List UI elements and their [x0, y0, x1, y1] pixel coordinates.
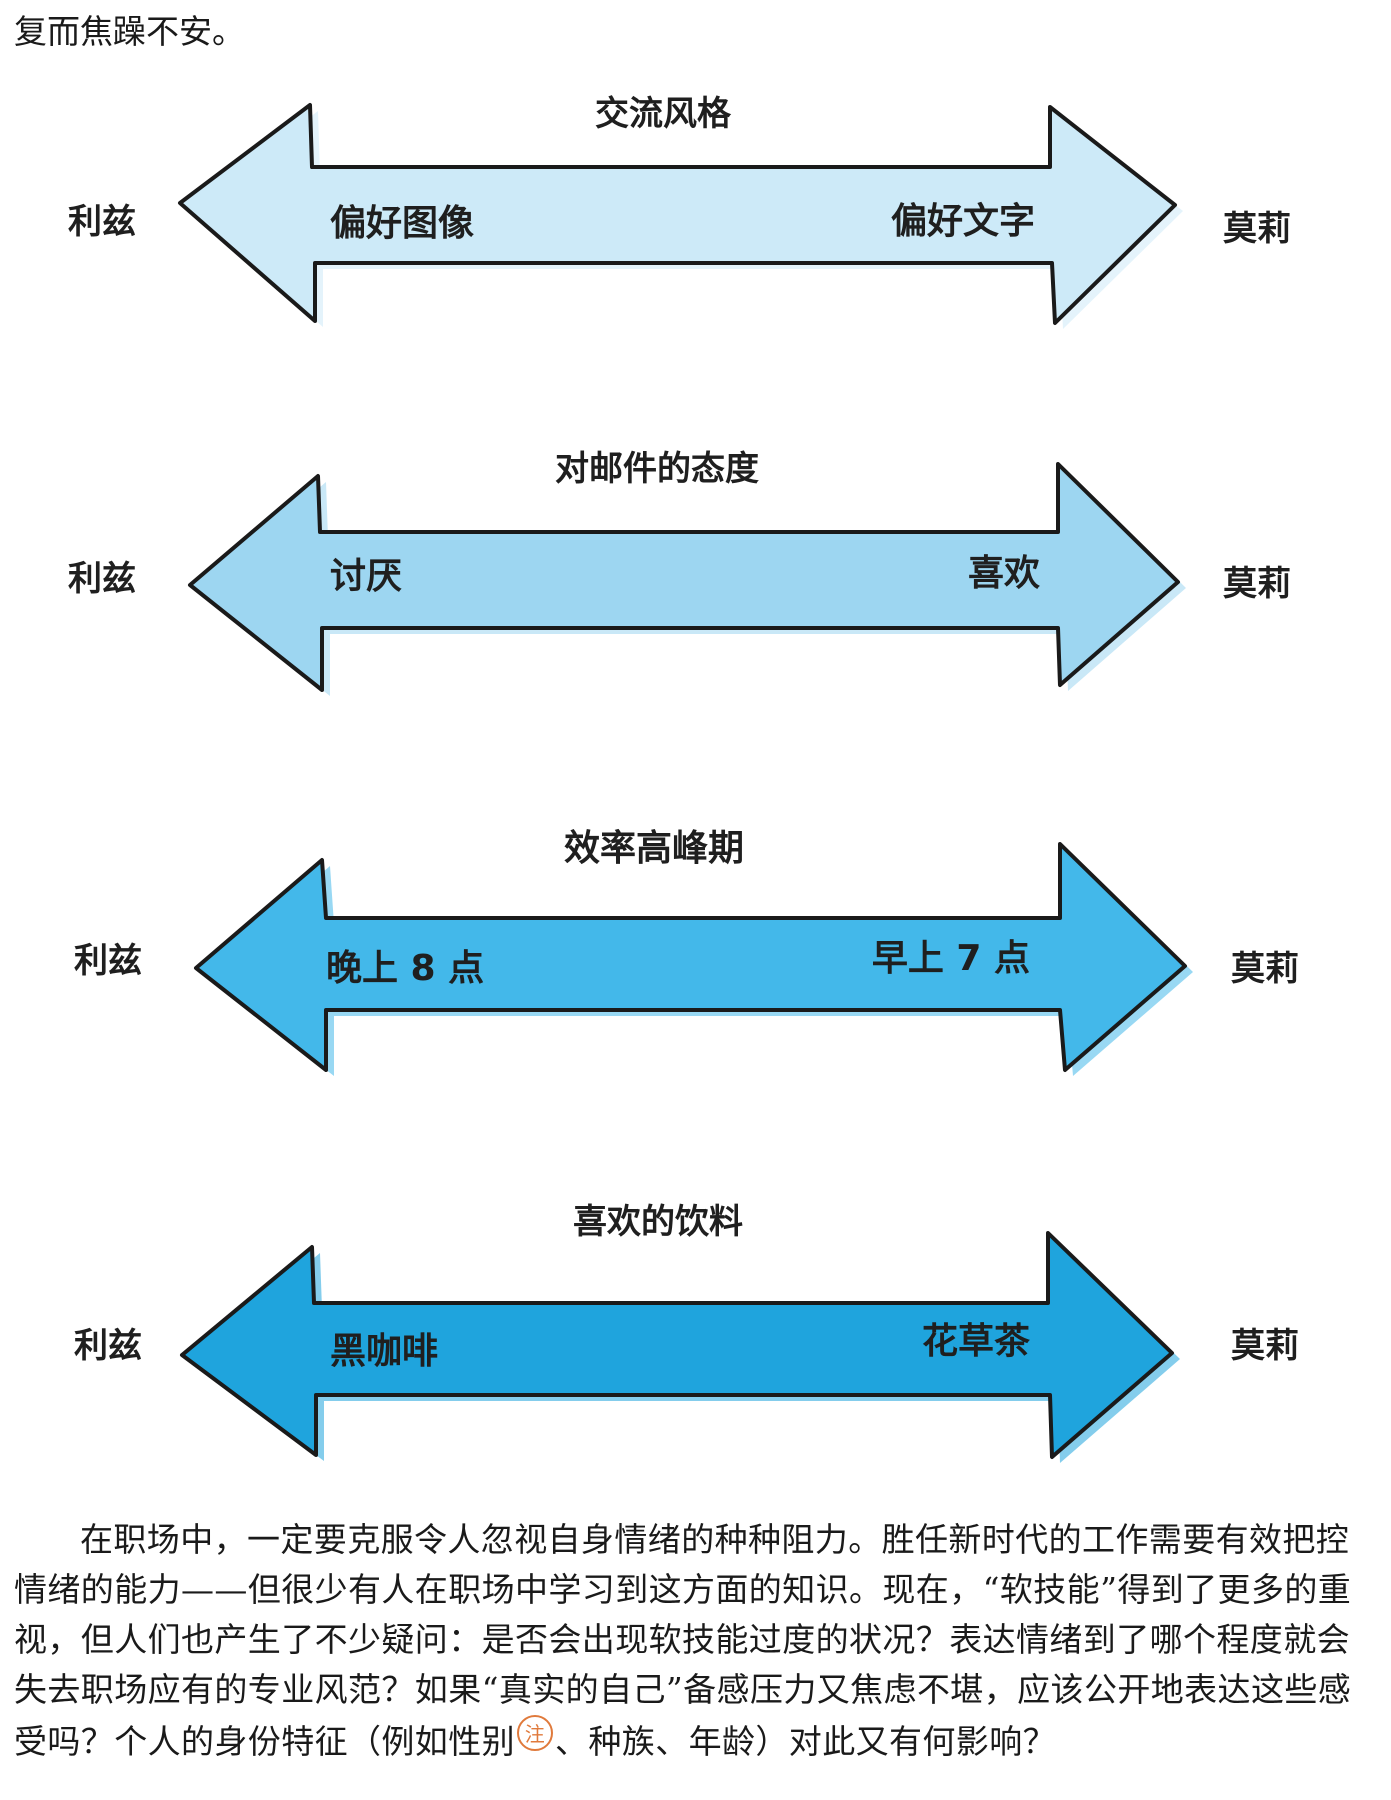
left-person-label: 利兹: [74, 1326, 142, 1366]
diagram-favorite-drink: 喜欢的饮料 利兹 莫莉 黑咖啡 花草茶: [0, 1202, 1391, 1465]
left-person-label: 利兹: [74, 941, 142, 981]
right-value-label: 早上 7 点: [872, 938, 1030, 979]
left-value-label: 偏好图像: [330, 203, 474, 244]
left-value-label: 晚上 8 点: [326, 948, 484, 989]
double-arrow-3: 效率高峰期 利兹 莫莉 晚上 8 点 早上 7 点: [74, 828, 1299, 1076]
right-person-label: 莫莉: [1223, 564, 1291, 604]
diagram-title: 效率高峰期: [564, 828, 744, 869]
right-person-label: 莫莉: [1231, 1326, 1299, 1366]
left-person-label: 利兹: [68, 202, 136, 242]
top-text-line: 复而焦躁不安。: [14, 12, 245, 51]
body-paragraph: 在职场中，一定要克服令人忽视自身情绪的种种阻力。胜任新时代的工作需要有效把控情绪…: [14, 1515, 1378, 1767]
right-value-label: 花草茶: [922, 1321, 1031, 1362]
paragraph-text-end: 、种族、年龄）对此又有何影响？: [555, 1722, 1056, 1761]
diagram-title: 喜欢的饮料: [573, 1202, 743, 1242]
diagram-title: 交流风格: [595, 94, 732, 134]
diagram-email-attitude: 对邮件的态度 利兹 莫莉 讨厌 喜欢: [0, 440, 1391, 700]
left-value-label: 黑咖啡: [330, 1331, 438, 1372]
double-arrow-2: 对邮件的态度 利兹 莫莉 讨厌 喜欢: [68, 449, 1291, 696]
right-person-label: 莫莉: [1231, 949, 1299, 989]
right-value-label: 喜欢: [968, 553, 1040, 594]
diagram-productivity-peak: 效率高峰期 利兹 莫莉 晚上 8 点 早上 7 点: [0, 820, 1391, 1080]
diagram-communication-style: 交流风格 利兹 莫莉 偏好图像 偏好文字: [0, 85, 1391, 345]
double-arrow-1: 交流风格 利兹 莫莉 偏好图像 偏好文字: [68, 94, 1291, 329]
right-person-label: 莫莉: [1223, 209, 1291, 249]
double-arrow-4: 喜欢的饮料 利兹 莫莉 黑咖啡 花草茶: [74, 1202, 1299, 1463]
left-value-label: 讨厌: [330, 556, 402, 597]
diagram-title: 对邮件的态度: [555, 449, 759, 489]
paragraph-text: 在职场中，一定要克服令人忽视自身情绪的种种阻力。胜任新时代的工作需要有效把控情绪…: [14, 1520, 1352, 1761]
right-value-label: 偏好文字: [891, 201, 1035, 242]
footnote-marker[interactable]: 注: [517, 1715, 553, 1751]
left-person-label: 利兹: [68, 559, 136, 599]
